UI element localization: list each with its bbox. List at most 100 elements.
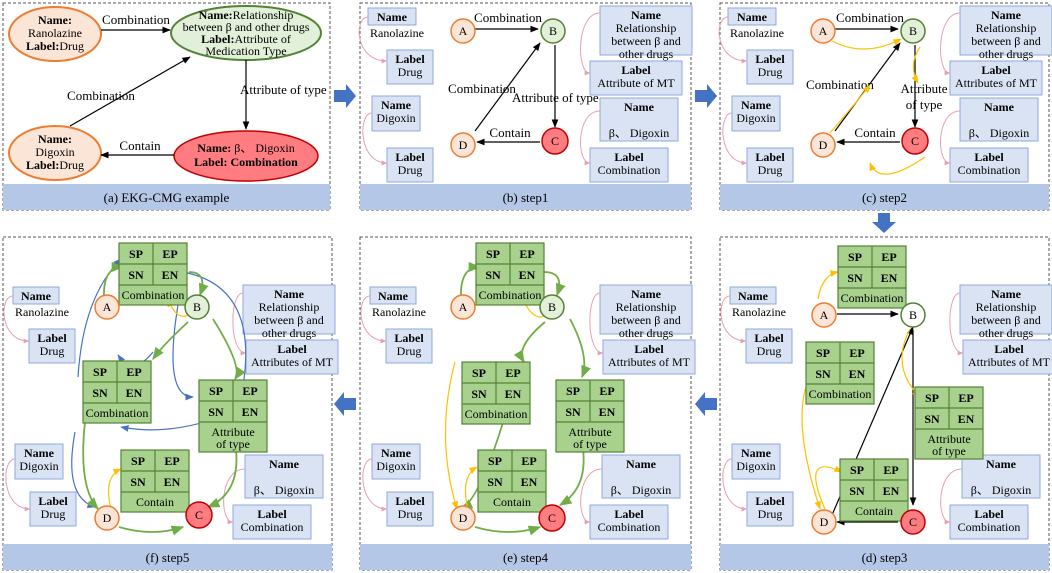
b-box-label-comb-rect bbox=[589, 147, 669, 183]
e-grid-attr-title: Attribute bbox=[568, 425, 611, 439]
c-node-a-letter: A bbox=[819, 24, 828, 38]
f-box-label-attr-text-0: Label bbox=[277, 342, 307, 356]
d-grid-top-sn: SN bbox=[847, 271, 863, 285]
f-green-4 bbox=[212, 318, 246, 381]
f-blue-6 bbox=[172, 304, 194, 401]
node-relationship-label2: Medication Type bbox=[205, 44, 286, 58]
f-node-c-letter: C bbox=[195, 508, 203, 522]
d-box-label-drug2-text-0: Label bbox=[755, 494, 785, 508]
e-box-name-rel-rect bbox=[599, 284, 693, 335]
step-arrow-d-to-e bbox=[695, 392, 717, 416]
e-grid-attr-en: EN bbox=[599, 405, 616, 419]
d-node-a-letter: A bbox=[820, 308, 829, 322]
node-digoxin-label: Label:Drug bbox=[26, 158, 84, 172]
d-grid-left-ep: EP bbox=[849, 346, 864, 360]
f-grid-left-sn: SN bbox=[92, 386, 108, 400]
e-grid-top-en: EN bbox=[519, 268, 536, 282]
e-node-b-letter: B bbox=[548, 300, 556, 314]
panel-e-caption-bar bbox=[360, 544, 691, 570]
d-grid-left-en: EN bbox=[849, 367, 866, 381]
node-relationship-name2: between β and other drugs bbox=[183, 20, 310, 34]
panel-d-caption: (d) step3 bbox=[862, 550, 908, 565]
e-box-label-drug1-text-0: Label bbox=[394, 331, 424, 345]
e-grid-attr-ep: EP bbox=[599, 384, 614, 398]
e-box-label-attr-text-1: Attributes of MT bbox=[608, 355, 691, 369]
b-node-c-letter: C bbox=[551, 134, 559, 148]
d-box-label-drug1-rect bbox=[745, 328, 793, 364]
e-box-name-dig-text-1: Digoxin bbox=[376, 459, 415, 473]
d-box-name-rel-text-2: between β and bbox=[971, 313, 1040, 327]
panel-f-caption: (f) step5 bbox=[146, 550, 190, 565]
d-node-d: D bbox=[811, 509, 837, 535]
c-box-label-drug1-text-1: Drug bbox=[758, 65, 783, 79]
f-green-3 bbox=[152, 321, 189, 361]
e-box-label-attr-rect bbox=[602, 339, 696, 375]
b-box-name-hdr-r-text-0: Name bbox=[377, 10, 408, 24]
e-pink-1 bbox=[360, 295, 387, 344]
f-text-ranolazine: Ranolazine bbox=[15, 305, 69, 319]
d-node-c-circle bbox=[900, 509, 926, 535]
d-grid-top-sp: SP bbox=[848, 250, 862, 264]
b-box-label-attr-text-0: Label bbox=[621, 63, 651, 77]
f-grid-attr-sn: SN bbox=[208, 405, 224, 419]
f-grid-left-title: Combination bbox=[86, 406, 149, 420]
edge-a-combination-top-label: Combination bbox=[102, 12, 170, 27]
f-node-b-letter: B bbox=[193, 300, 201, 314]
e-grid-attr-sn: SN bbox=[565, 405, 581, 419]
b-box-name-rel-text-0: Name bbox=[631, 8, 662, 22]
step-arrow-e-to-f bbox=[334, 392, 356, 416]
e-green-4 bbox=[569, 318, 591, 379]
b-box-label-drug1-text-0: Label bbox=[395, 52, 425, 66]
d-grid-contain-sn: SN bbox=[849, 484, 865, 498]
panel-d: (d) step3NameRanolazineLabelDrugNameRela… bbox=[719, 236, 1052, 571]
e-box-label-comb-rect bbox=[589, 504, 669, 540]
panel-a: (a) EKG-CMG exampleName:RanolazineLabel:… bbox=[2, 2, 331, 211]
d-grid-top-ep: EP bbox=[881, 250, 896, 264]
f-box-label-drug2-text-1: Drug bbox=[41, 507, 66, 521]
c-edge-bc-label1: Attribute bbox=[901, 81, 948, 96]
f-grid-attr-sp: SP bbox=[209, 384, 223, 398]
node-beta-shape bbox=[173, 130, 319, 182]
d-box-label-comb-text-0: Label bbox=[974, 507, 1004, 521]
edge-a-combination-left bbox=[69, 56, 191, 127]
f-grid-left-en: EN bbox=[126, 386, 143, 400]
d-box-label-attr-rect bbox=[962, 339, 1052, 375]
e-grid-top-sp: SP bbox=[486, 247, 500, 261]
f-node-d-circle bbox=[94, 505, 120, 531]
f-grid-top-sn: SN bbox=[128, 268, 144, 282]
d-grid-attr-en: EN bbox=[958, 412, 975, 426]
panel-b-caption-bar bbox=[360, 184, 691, 210]
c-box-name-rel-text-3: other drugs bbox=[979, 47, 1034, 61]
e-text-ranolazine: Ranolazine bbox=[372, 305, 426, 319]
e-node-d-circle bbox=[450, 505, 476, 531]
b-box-name-dig-text-1: Digoxin bbox=[376, 111, 415, 125]
panel-e: (e) step4NameRanolazineLabelDrugNameRela… bbox=[359, 236, 696, 571]
d-node-b-letter: B bbox=[909, 308, 917, 322]
b-box-name-rel-text-1: Relationship bbox=[616, 21, 677, 35]
f-grid-top-title: Combination bbox=[122, 288, 185, 302]
d-box-label-comb-text-1: Combination bbox=[958, 520, 1021, 534]
d-grid-contain-sp: SP bbox=[850, 463, 864, 477]
e-box-label-drug2-text-1: Drug bbox=[398, 507, 423, 521]
d-box-name-beta-text-0: Name bbox=[986, 457, 1017, 471]
panel-b-caption: (b) step1 bbox=[503, 190, 549, 205]
e-grid-left-ep: EP bbox=[505, 366, 520, 380]
d-box-name-rel-rect bbox=[959, 284, 1052, 335]
f-node-c-circle bbox=[185, 501, 213, 529]
step-arrow-c-to-d bbox=[872, 213, 896, 233]
e-box-label-drug2-text-0: Label bbox=[395, 494, 425, 508]
c-box-label-drug1-rect bbox=[746, 49, 794, 85]
panel-d-caption-bar bbox=[720, 544, 1049, 570]
f-grid-attr-ep: EP bbox=[242, 384, 257, 398]
f-box-name-dig-text-0: Name bbox=[24, 446, 55, 460]
c-node-c-circle bbox=[901, 127, 929, 155]
e-grid-top-sn: SN bbox=[485, 268, 501, 282]
